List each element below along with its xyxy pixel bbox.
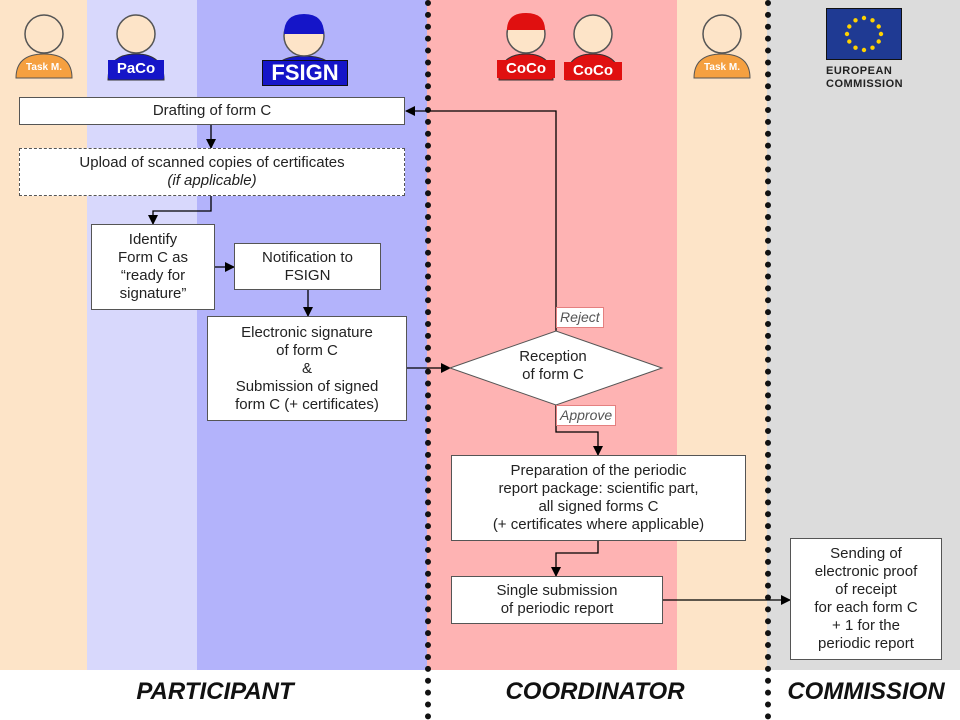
step-text: of form C	[522, 366, 584, 383]
step-text: Notification to	[262, 248, 353, 266]
separator-participant-coordinator	[425, 0, 431, 720]
step-preparation-report: Preparation of the periodic report packa…	[451, 455, 746, 541]
actor-task-manager-right: Task M.	[690, 10, 754, 80]
step-text: (+ certificates where applicable)	[492, 516, 705, 533]
actor-label: Task M.	[700, 62, 744, 74]
step-notification-fsign: Notification to FSIGN	[234, 243, 381, 290]
step-text: FSIGN	[284, 266, 331, 284]
actor-label: Task M.	[22, 62, 66, 74]
separator-coordinator-commission	[765, 0, 771, 720]
european-commission-logo: EUROPEAN COMMISSION	[825, 7, 904, 91]
arrow-preparation-single	[551, 541, 599, 577]
step-text: Preparation of the periodic	[510, 462, 687, 479]
step-text: Sending of	[830, 545, 902, 562]
step-text: electronic proof	[814, 563, 918, 580]
actor-label: PaCo	[108, 60, 164, 78]
footer-participant: PARTICIPANT	[136, 678, 294, 705]
footer-coordinator: COORDINATOR	[505, 678, 685, 705]
step-text: + 1 for the	[832, 617, 900, 634]
actor-coco-2: CoCo	[562, 10, 624, 82]
logo-text-line2: COMMISSION	[826, 78, 904, 90]
eu-flag-icon	[825, 7, 903, 61]
step-text: signature”	[119, 285, 187, 302]
step-text: for each form C	[814, 599, 918, 616]
step-text: Submission of signed	[235, 377, 379, 395]
arrow-reject-drafting	[405, 106, 557, 331]
actor-coco-1: CoCo	[495, 10, 557, 82]
lane-task-manager-right	[677, 0, 767, 670]
step-text: Form C as	[117, 249, 188, 266]
step-text: Reception	[519, 348, 587, 365]
step-text: of form C	[276, 341, 338, 359]
step-text: Identify	[128, 231, 178, 248]
step-text: of receipt	[835, 581, 897, 598]
actor-label: FSIGN	[262, 60, 348, 86]
label-reject: Reject	[556, 307, 604, 328]
reception-decision-diamond	[448, 330, 664, 406]
step-upload-certificates: Upload of scanned copies of certificates…	[19, 148, 405, 196]
logo-text-line1: EUROPEAN	[826, 65, 893, 77]
step-reception-form-c: Reception of form C	[480, 348, 626, 384]
step-text-italic: (if applicable)	[167, 172, 257, 189]
actor-label: CoCo	[564, 62, 622, 80]
step-text: Drafting of form C	[152, 102, 272, 119]
step-electronic-signature: Electronic signature of form C & Submiss…	[207, 316, 407, 421]
step-text: form C (+ certificates)	[235, 395, 379, 413]
step-text: Single submission	[496, 582, 618, 599]
label-approve: Approve	[556, 405, 617, 426]
step-text: all signed forms C	[538, 498, 659, 515]
step-single-submission: Single submission of periodic report	[451, 576, 663, 624]
actor-task-manager-left: Task M.	[12, 10, 76, 80]
step-text: Upload of scanned copies of certificates	[79, 154, 345, 171]
step-text: report package: scientific part,	[498, 480, 699, 497]
arrow-upload-identify	[148, 196, 212, 225]
actor-label: CoCo	[497, 60, 555, 78]
step-text: of periodic report	[500, 600, 614, 617]
step-text: &	[301, 359, 312, 377]
step-text: “ready for	[120, 267, 186, 284]
step-text: periodic report	[818, 635, 914, 652]
actor-fsign: FSIGN	[262, 10, 348, 86]
step-identify-ready: Identify Form C as “ready for signature”	[91, 224, 215, 310]
step-sending-proof: Sending of electronic proof of receipt f…	[790, 538, 942, 660]
step-text: Electronic signature	[241, 323, 373, 341]
actor-paco: PaCo	[104, 10, 168, 82]
footer-commission: COMMISSION	[787, 678, 945, 705]
step-drafting-form-c: Drafting of form C	[19, 97, 405, 125]
